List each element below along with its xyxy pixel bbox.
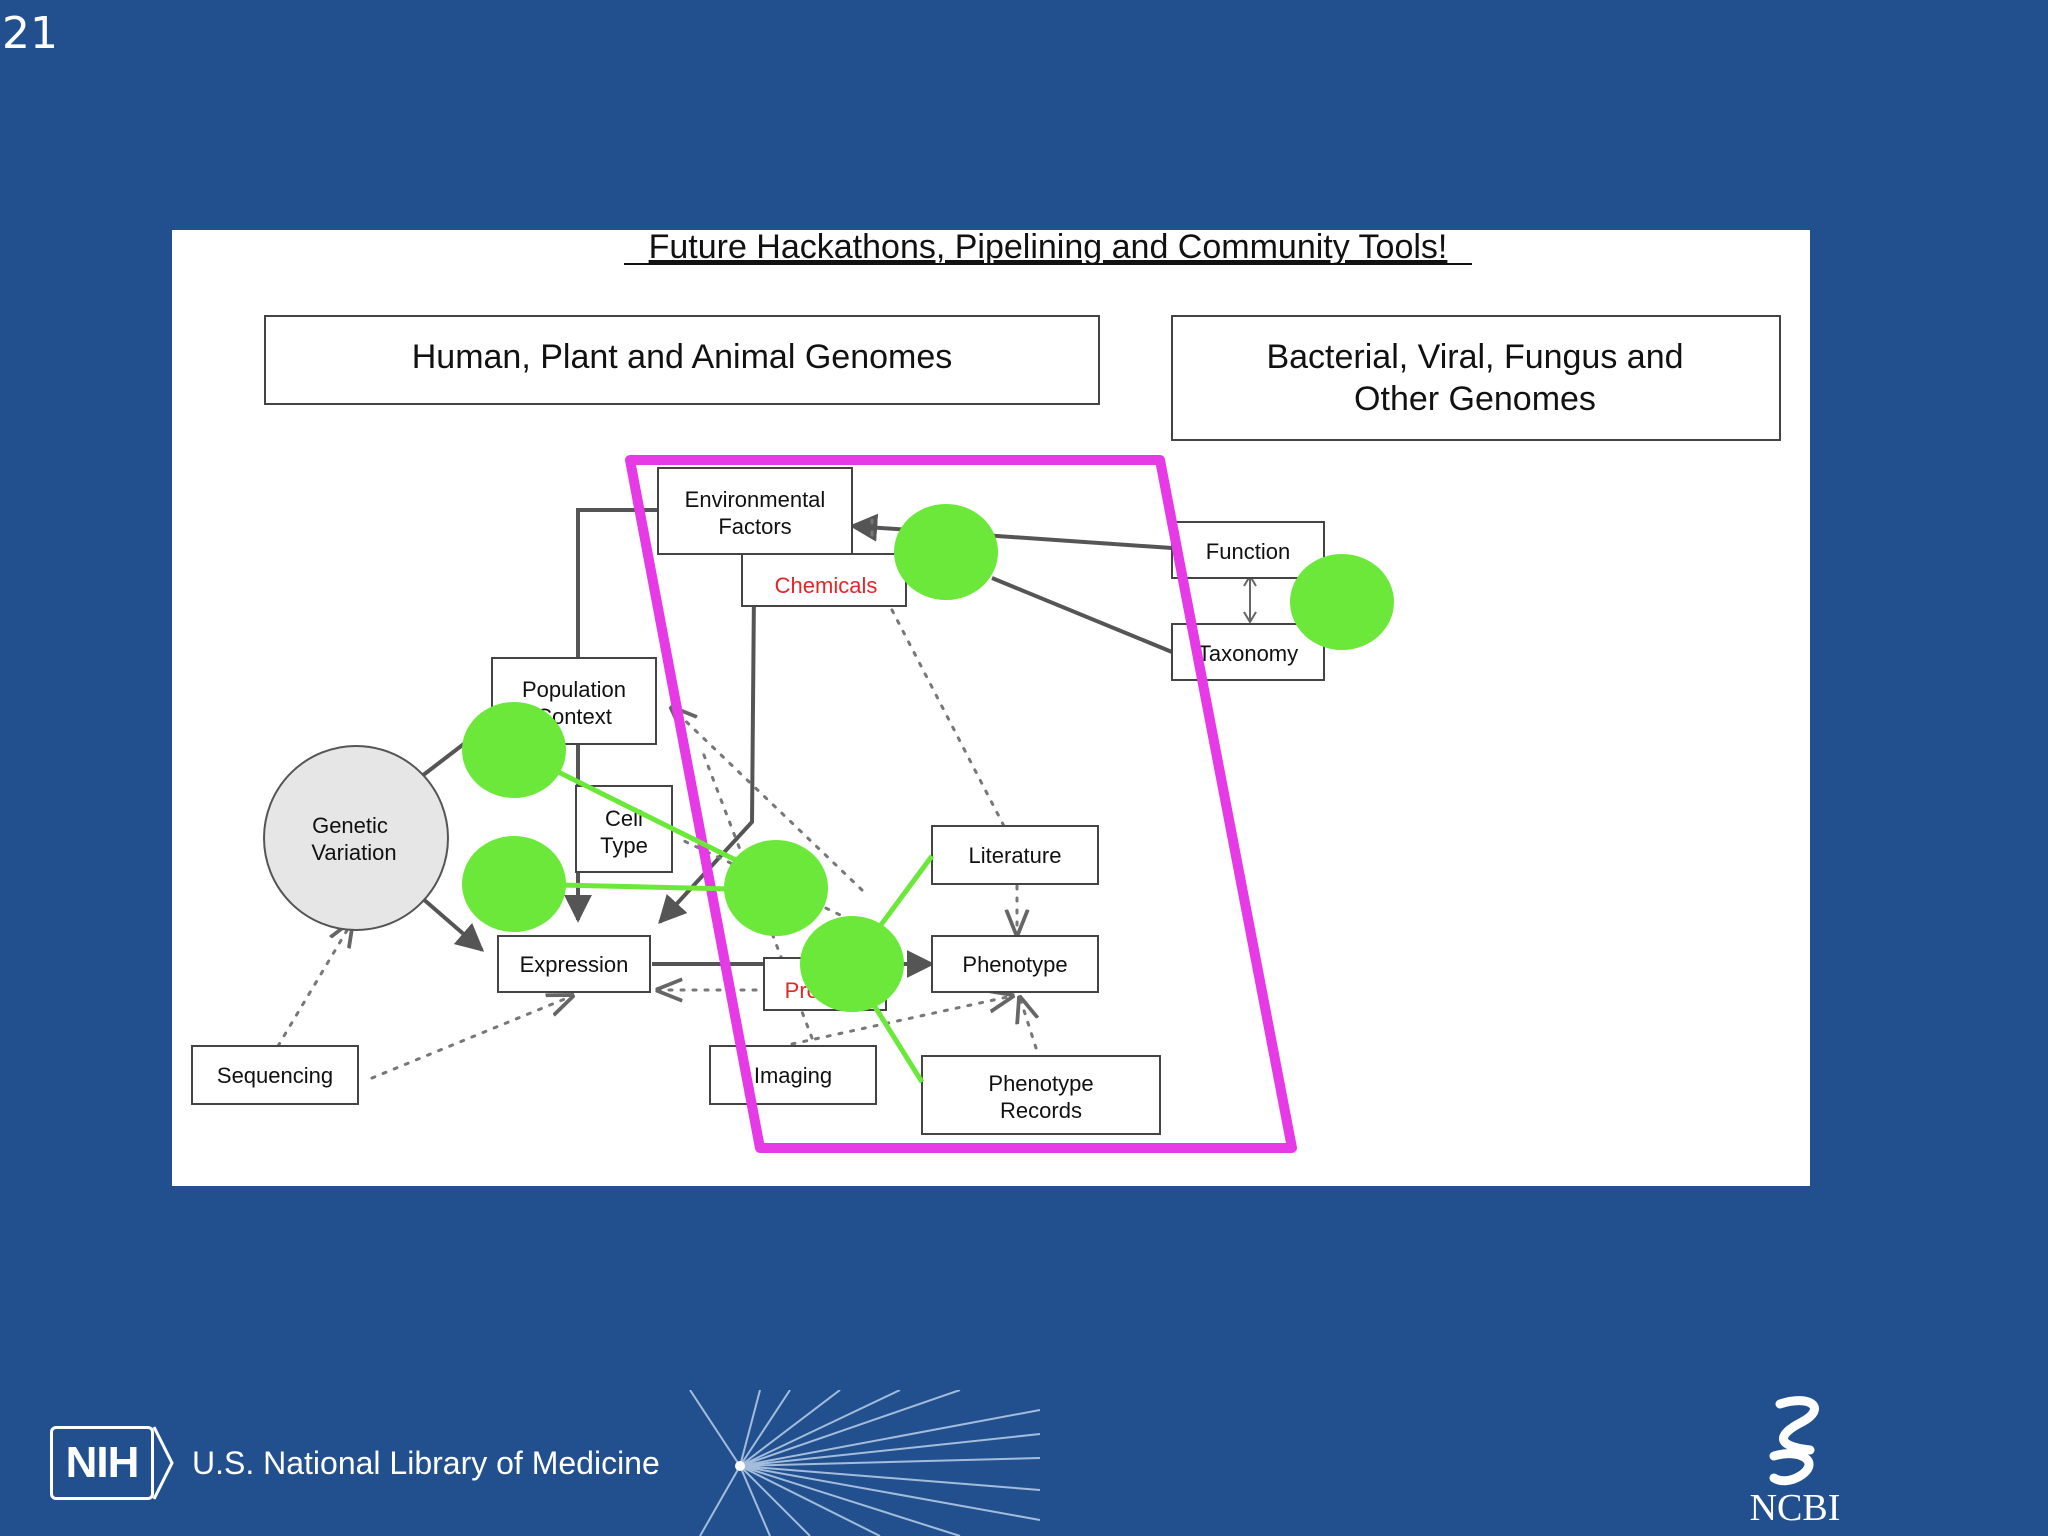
node-phenotype-records <box>921 1055 1161 1135</box>
taxonomy-label: Taxonomy <box>1198 641 1298 666</box>
section-box-left <box>264 315 1100 405</box>
hub-population <box>462 702 566 798</box>
pipeline-diagram: Future Hackathons, Pipelining and Commun… <box>191 230 1781 1153</box>
nlm-text: U.S. National Library of Medicine <box>192 1444 660 1481</box>
records-label-1: Phenotype <box>988 1071 1093 1096</box>
edge-taxonomy-to-hub <box>991 576 1173 654</box>
section-right-label-1: Bacterial, Viral, Fungus and <box>1266 338 1683 376</box>
edge-sequencing-to-expression <box>370 996 572 1080</box>
hub-proteins <box>800 916 904 1012</box>
nih-badge: NIH <box>50 1426 154 1500</box>
ncbi-logo: NCBI <box>1740 1390 1850 1530</box>
edge-records-to-phenotype <box>1020 998 1036 1050</box>
phenotype-label: Phenotype <box>962 952 1067 977</box>
node-literature <box>931 825 1099 885</box>
node-chemicals <box>741 553 907 607</box>
genetic-label-1: Genetic <box>312 813 388 838</box>
node-sequencing <box>191 1045 359 1105</box>
imaging-label: Imaging <box>754 1063 832 1088</box>
env-label-2: Factors <box>718 514 791 539</box>
hub-taxonomy <box>1290 554 1394 650</box>
edge-sequencing-to-genetic <box>276 922 352 1048</box>
ncbi-helix-icon <box>1769 1396 1819 1486</box>
edge-phenotype-to-population <box>672 708 864 892</box>
hub-center <box>724 840 828 936</box>
edge-function-taxonomy <box>1243 574 1257 624</box>
expression-label: Expression <box>520 952 629 977</box>
node-function <box>1171 521 1325 579</box>
edge-imaging-to-phenotype <box>790 996 1012 1046</box>
section-box-right <box>1171 315 1781 441</box>
env-label-1: Environmental <box>685 487 826 512</box>
section-left-label: Human, Plant and Animal Genomes <box>412 338 953 376</box>
edge-chemicals-to-literature <box>890 608 1008 832</box>
edge-genetic-to-expression <box>420 896 485 952</box>
light-burst-graphic <box>689 1390 1040 1536</box>
section-right-label-2: Other Genomes <box>1354 380 1596 418</box>
diagram-title: Future Hackathons, Pipelining and Commun… <box>649 230 1448 266</box>
slide-number: 21 <box>2 8 58 59</box>
function-label: Function <box>1206 539 1290 564</box>
chemicals-label: Chemicals <box>775 573 878 598</box>
population-label-1: Population <box>522 677 626 702</box>
sequencing-label: Sequencing <box>217 1063 333 1088</box>
ncbi-label: NCBI <box>1749 1487 1841 1529</box>
node-expression <box>497 935 651 993</box>
hub-function <box>894 504 998 600</box>
highlight-region <box>625 455 1297 1153</box>
nih-chevron-icon <box>152 1426 174 1500</box>
records-label-2: Records <box>1000 1098 1082 1123</box>
genetic-label-2: Variation <box>311 840 396 865</box>
node-environmental-factors <box>657 467 853 555</box>
hub-genetic <box>462 836 566 932</box>
literature-label: Literature <box>969 843 1062 868</box>
edge-phenotype-to-cell <box>680 838 874 932</box>
green-hubs <box>462 504 1394 1012</box>
cell-label-2: Type <box>600 833 648 858</box>
nih-logo: NIH U.S. National Library of Medicine <box>50 1425 660 1501</box>
node-cell-type <box>575 785 673 873</box>
node-genetic-variation <box>263 745 449 931</box>
diagram-panel: Future Hackathons, Pipelining and Commun… <box>172 230 1810 1186</box>
node-phenotype <box>931 935 1099 993</box>
